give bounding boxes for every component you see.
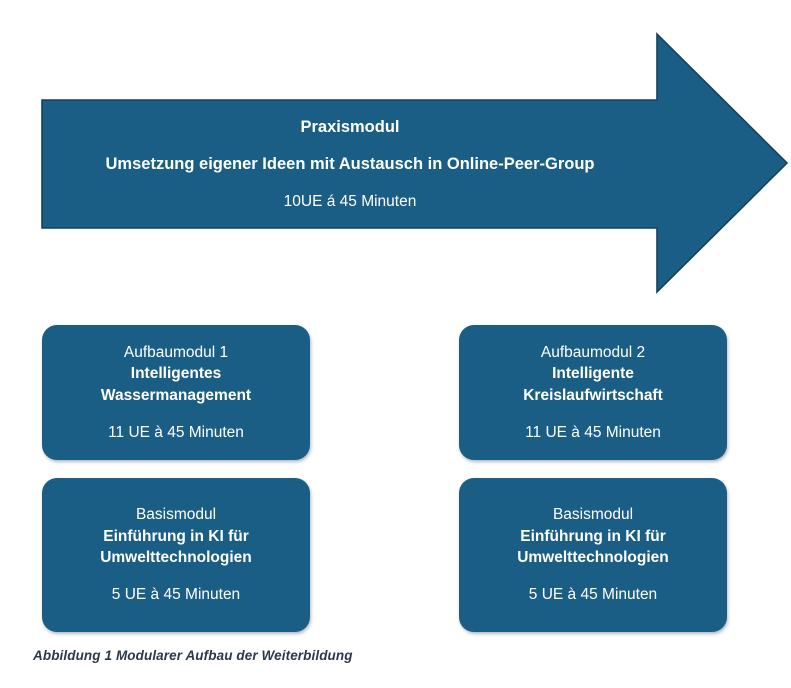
module-title-line-2: Umwelttechnologien [517,549,669,566]
module-box-basismodul-links: Basismodul Einführung in KI für Umweltte… [42,478,310,632]
module-hours: 5 UE à 45 Minuten [111,586,241,604]
module-hours: 5 UE à 45 Minuten [528,586,658,604]
module-kicker: Aufbaumodul 2 [540,343,646,361]
module-title-line-2: Wassermanagement [100,386,252,404]
module-hours: 11 UE à 45 Minuten [108,423,244,441]
module-title-line-2: Kreislaufwirtschaft [523,386,663,404]
module-title-line-2: Umwelttechnologien [100,549,252,566]
module-title-line-1: Intelligente [552,365,634,383]
right-arrow-icon [41,32,789,294]
praxismodul-arrow [28,18,791,308]
module-box-aufbaumodul-1: Aufbaumodul 1 Intelligentes Wassermanage… [42,325,310,460]
module-hours: 11 UE à 45 Minuten [525,423,661,441]
module-title-line-1: Intelligentes [130,365,222,383]
module-kicker: Basismodul [552,506,634,524]
figure-caption: Abbildung 1 Modularer Aufbau der Weiterb… [33,648,353,663]
module-title-line-1: Einführung in KI für [520,527,666,545]
module-box-aufbaumodul-2: Aufbaumodul 2 Intelligente Kreislaufwirt… [459,325,727,460]
module-kicker: Aufbaumodul 1 [123,343,229,361]
module-title-line-1: Einführung in KI für [103,527,249,545]
module-box-basismodul-rechts: Basismodul Einführung in KI für Umweltte… [459,478,727,632]
module-kicker: Basismodul [135,506,217,524]
